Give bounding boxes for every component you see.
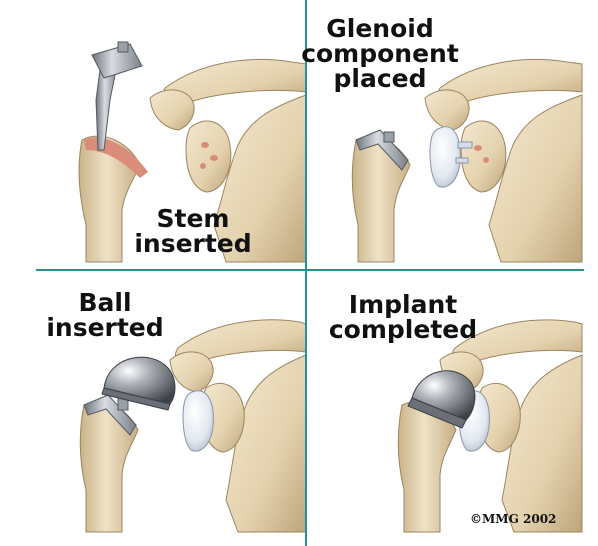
glenoid-component xyxy=(183,391,213,451)
caption-line: Ball xyxy=(40,290,170,315)
scapula xyxy=(226,355,306,532)
scapula xyxy=(489,95,582,262)
panel-implant-completed xyxy=(398,320,582,532)
caption-line: inserted xyxy=(40,315,170,340)
caption-glenoid-component-placed: Glenoid component placed xyxy=(295,16,465,91)
copyright-notice: ©MMG 2002 xyxy=(470,512,556,526)
caption-line: completed xyxy=(318,317,488,342)
caption-line: Glenoid xyxy=(295,16,465,41)
glenoid xyxy=(186,121,231,192)
caption-line: component xyxy=(295,41,465,66)
glenoid xyxy=(461,121,506,192)
panel-ball-inserted xyxy=(80,320,306,532)
caption-line: placed xyxy=(295,66,465,91)
caption-line: inserted xyxy=(128,231,258,256)
caption-line: Stem xyxy=(128,206,258,231)
coracoid xyxy=(425,90,469,130)
coracoid xyxy=(170,352,213,392)
caption-stem-inserted: Stem inserted xyxy=(128,206,258,256)
glenoid-component xyxy=(430,127,460,187)
coracoid xyxy=(150,90,194,130)
scapula xyxy=(502,355,582,532)
caption-line: Implant xyxy=(318,292,488,317)
caption-ball-inserted: Ball inserted xyxy=(40,290,170,340)
caption-implant-completed: Implant completed xyxy=(318,292,488,342)
